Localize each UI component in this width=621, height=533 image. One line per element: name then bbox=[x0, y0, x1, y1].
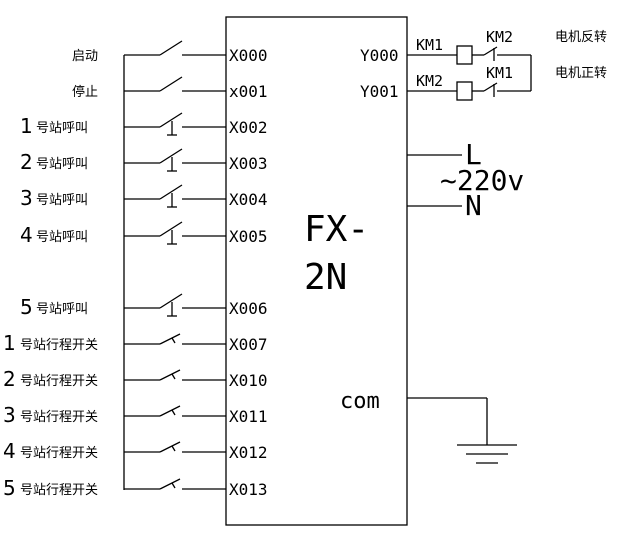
input-pin-label: X012 bbox=[229, 443, 268, 462]
pushbutton-icon bbox=[159, 293, 183, 317]
coil-icon bbox=[456, 45, 473, 65]
station-number: 4 bbox=[20, 223, 33, 247]
input-row: X010 2 号站行程开关 bbox=[3, 367, 268, 391]
input-device-label: 号站行程开关 bbox=[20, 483, 98, 498]
plc-box bbox=[225, 16, 408, 526]
input-row: X013 5 号站行程开关 bbox=[3, 476, 268, 500]
output-row: Y001 KM2 KM1 电机正转 bbox=[360, 64, 607, 101]
coil-label: KM2 bbox=[416, 72, 443, 90]
limit-switch-icon bbox=[159, 405, 181, 417]
pushbutton-icon bbox=[159, 148, 183, 172]
input-device-label: 号站呼叫 bbox=[36, 230, 88, 245]
station-number: 2 bbox=[20, 150, 33, 174]
switch-icon bbox=[159, 76, 183, 92]
input-device-label: 号站行程开关 bbox=[20, 374, 98, 389]
plc-model-line2: 2N bbox=[304, 257, 347, 298]
pushbutton-icon bbox=[159, 184, 183, 208]
interlock-label: KM1 bbox=[486, 64, 513, 82]
coil-icon bbox=[456, 81, 473, 101]
nc-contact-icon bbox=[483, 82, 498, 97]
input-row: X012 4 号站行程开关 bbox=[3, 439, 268, 463]
input-device-label: 号站行程开关 bbox=[20, 338, 98, 353]
output-pin-label: Y000 bbox=[360, 46, 399, 65]
plc-model-line1: FX- bbox=[304, 209, 369, 250]
limit-switch-icon bbox=[159, 333, 181, 345]
limit-switch-icon bbox=[159, 369, 181, 381]
input-row: X007 1 号站行程开关 bbox=[3, 331, 268, 355]
input-pin-label: X003 bbox=[229, 154, 268, 173]
input-pin-label: X004 bbox=[229, 190, 268, 209]
nc-contact-icon bbox=[483, 46, 498, 61]
interlock-label: KM2 bbox=[486, 28, 513, 46]
input-pin-label: X005 bbox=[229, 227, 268, 246]
input-device-label: 号站呼叫 bbox=[36, 121, 88, 136]
output-function-label: 电机正转 bbox=[555, 66, 607, 81]
input-device-label: 号站呼叫 bbox=[36, 302, 88, 317]
output-pin-label: Y001 bbox=[360, 82, 399, 101]
station-number: 5 bbox=[20, 295, 33, 319]
pushbutton-icon bbox=[159, 112, 183, 136]
limit-switch-icon bbox=[159, 441, 181, 453]
com-label: com bbox=[340, 389, 380, 414]
input-pin-label: X000 bbox=[229, 46, 268, 65]
input-row: x001 停止 bbox=[72, 76, 268, 101]
station-number: 1 bbox=[20, 114, 33, 138]
station-number: 3 bbox=[3, 403, 16, 427]
output-function-label: 电机反转 bbox=[555, 30, 607, 45]
input-device-label: 号站呼叫 bbox=[36, 193, 88, 208]
switch-icon bbox=[159, 40, 183, 56]
output-row: Y000 KM1 KM2 电机反转 bbox=[360, 28, 607, 65]
station-number: 1 bbox=[3, 331, 16, 355]
pushbutton-icon bbox=[159, 221, 183, 245]
station-number: 5 bbox=[3, 476, 16, 500]
input-pin-label: X006 bbox=[229, 299, 268, 318]
input-pin-label: X010 bbox=[229, 371, 268, 390]
input-device-label: 号站呼叫 bbox=[36, 157, 88, 172]
input-pin-label: x001 bbox=[229, 82, 268, 101]
ground-icon bbox=[457, 444, 517, 464]
input-device-label: 停止 bbox=[72, 84, 98, 100]
input-row: X000 启动 bbox=[72, 40, 268, 65]
coil-label: KM1 bbox=[416, 36, 443, 54]
limit-switch-icon bbox=[159, 478, 181, 490]
input-pin-label: X013 bbox=[229, 480, 268, 499]
input-device-label: 启动 bbox=[72, 49, 98, 64]
input-device-label: 号站行程开关 bbox=[20, 446, 98, 461]
input-row: X011 3 号站行程开关 bbox=[3, 403, 268, 427]
input-device-label: 号站行程开关 bbox=[20, 410, 98, 425]
input-pin-label: X007 bbox=[229, 335, 268, 354]
input-pin-label: X002 bbox=[229, 118, 268, 137]
power-n-label: N bbox=[465, 189, 482, 222]
input-pin-label: X011 bbox=[229, 407, 268, 426]
station-number: 2 bbox=[3, 367, 16, 391]
station-number: 3 bbox=[20, 186, 33, 210]
power-l-label: L bbox=[465, 138, 482, 171]
power-voltage-label: ~220v bbox=[440, 164, 524, 197]
station-number: 4 bbox=[3, 439, 16, 463]
